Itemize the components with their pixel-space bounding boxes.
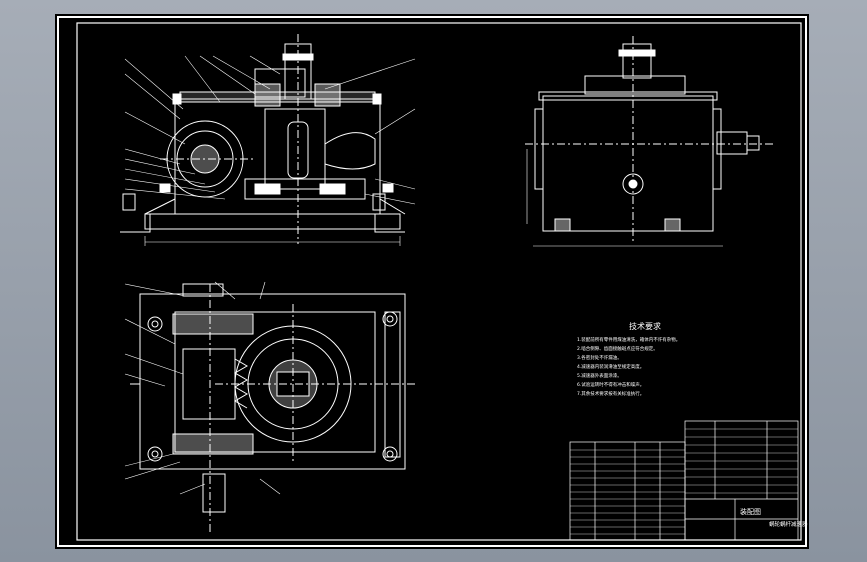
parts-list — [569, 441, 686, 541]
tech-requirement-5: 5.减速器外表面涂漆。 — [577, 372, 622, 379]
front-section-view — [120, 34, 406, 246]
worm-shaft — [182, 348, 236, 420]
top-section-view — [130, 283, 415, 534]
title-block-name-full: 蜗轮蜗杆减速器 — [769, 520, 808, 528]
title-block-name-short: 装配图 — [740, 507, 761, 516]
side-input-shaft — [622, 43, 652, 79]
tech-requirements-title: 技术要求 — [629, 321, 661, 331]
housing-body — [174, 98, 381, 215]
tech-requirement-3: 3.各密封处不许漏油。 — [577, 354, 622, 361]
leader-lines-top — [124, 281, 281, 495]
base-plate — [144, 213, 401, 230]
output-shaft — [202, 473, 226, 513]
tech-requirement-6: 6.试验运转时不得有冲击和噪声。 — [577, 381, 644, 388]
side-shaft-hole — [622, 173, 644, 195]
leader-lines-front — [124, 55, 416, 205]
tech-requirement-2: 2.啮合侧隙、齿面接触斑点应符合规定。 — [577, 345, 658, 352]
side-housing — [542, 95, 714, 232]
tech-requirement-1: 1.装配前所有零件用煤油清洗，箱体内不许有杂物。 — [577, 336, 680, 343]
table-grid-lines — [570, 428, 798, 535]
side-view — [525, 36, 775, 247]
tech-requirement-7: 7.其余技术要求按有关标准执行。 — [577, 390, 644, 397]
outer-border — [57, 16, 807, 547]
assembly-drawing: 技术要求 1.装配前所有零件用煤油清洗，箱体内不许有杂物。 2.啮合侧隙、齿面接… — [57, 16, 808, 547]
title-block — [684, 420, 799, 541]
top-housing — [139, 293, 406, 470]
inner-border — [76, 22, 802, 541]
tech-requirement-4: 4.减速器内装润滑油至规定高度。 — [577, 363, 644, 370]
drawing-sheet: 技术要求 1.装配前所有零件用煤油清洗，箱体内不许有杂物。 2.啮合侧隙、齿面接… — [55, 14, 809, 549]
tech-requirements: 技术要求 1.装配前所有零件用煤油清洗，箱体内不许有杂物。 2.啮合侧隙、齿面接… — [577, 321, 680, 397]
